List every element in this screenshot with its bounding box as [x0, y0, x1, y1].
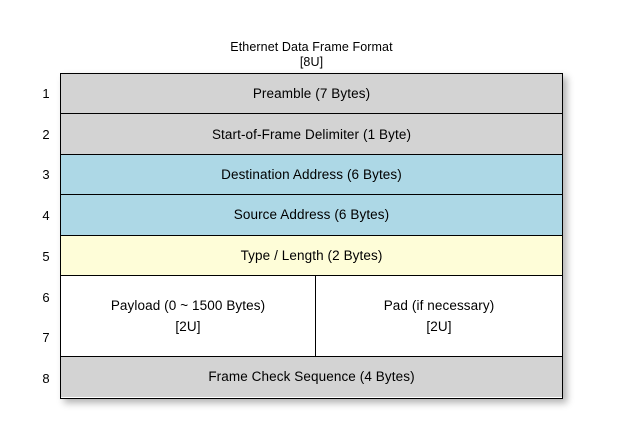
frame-row: Frame Check Sequence (4 Bytes) — [61, 356, 562, 398]
pad-cell: Pad (if necessary) [2U] — [316, 276, 562, 356]
payload-cell: Payload (0 ~ 1500 Bytes) [2U] — [61, 275, 316, 356]
row-index-3: 3 — [42, 167, 50, 183]
row-index-1: 1 — [42, 85, 50, 101]
page-title: Ethernet Data Frame Format — [230, 40, 393, 54]
row-index-5: 5 — [42, 248, 50, 264]
row-index-8: 8 — [42, 371, 50, 387]
payload-label: Payload (0 ~ 1500 Bytes) — [110, 297, 266, 313]
frame-field-label: Preamble (7 Bytes) — [252, 86, 371, 102]
frame-row: Source Address (6 Bytes) — [61, 195, 562, 236]
row-index-2: 2 — [42, 126, 50, 142]
frame-field-label: Source Address (6 Bytes) — [233, 207, 390, 223]
frame-row-payload-pad: Payload (0 ~ 1500 Bytes)[2U]Pad (if nece… — [61, 275, 562, 357]
frame-row: Start-of-Frame Delimiter (1 Byte) — [61, 114, 562, 155]
frame-row: Type / Length (2 Bytes) — [61, 235, 562, 276]
ethernet-frame-table: Preamble (7 Bytes) Start-of-Frame Delimit… — [60, 73, 563, 399]
frame-row: Preamble (7 Bytes) — [61, 74, 562, 115]
frame-field-label: Start-of-Frame Delimiter (1 Byte) — [211, 126, 412, 142]
title-block: Ethernet Data Frame Format [8U] — [60, 40, 563, 70]
row-index-7: 7 — [42, 330, 50, 346]
pad-label: Pad (if necessary) — [383, 297, 495, 313]
row-index-4: 4 — [42, 208, 50, 224]
frame-field-label: Type / Length (2 Bytes) — [240, 247, 383, 263]
page-subtitle: [8U] — [299, 55, 324, 69]
frame-field-label: Destination Address (6 Bytes) — [221, 166, 402, 182]
row-index-column: 1 2 3 4 5 6 7 8 — [34, 73, 58, 399]
frame-row: Destination Address (6 Bytes) — [61, 154, 562, 196]
row-index-6: 6 — [42, 289, 50, 305]
frame-field-label: Frame Check Sequence (4 Bytes) — [208, 369, 415, 385]
payload-sublabel: [2U] — [175, 318, 201, 334]
pad-sublabel: [2U] — [426, 318, 452, 334]
